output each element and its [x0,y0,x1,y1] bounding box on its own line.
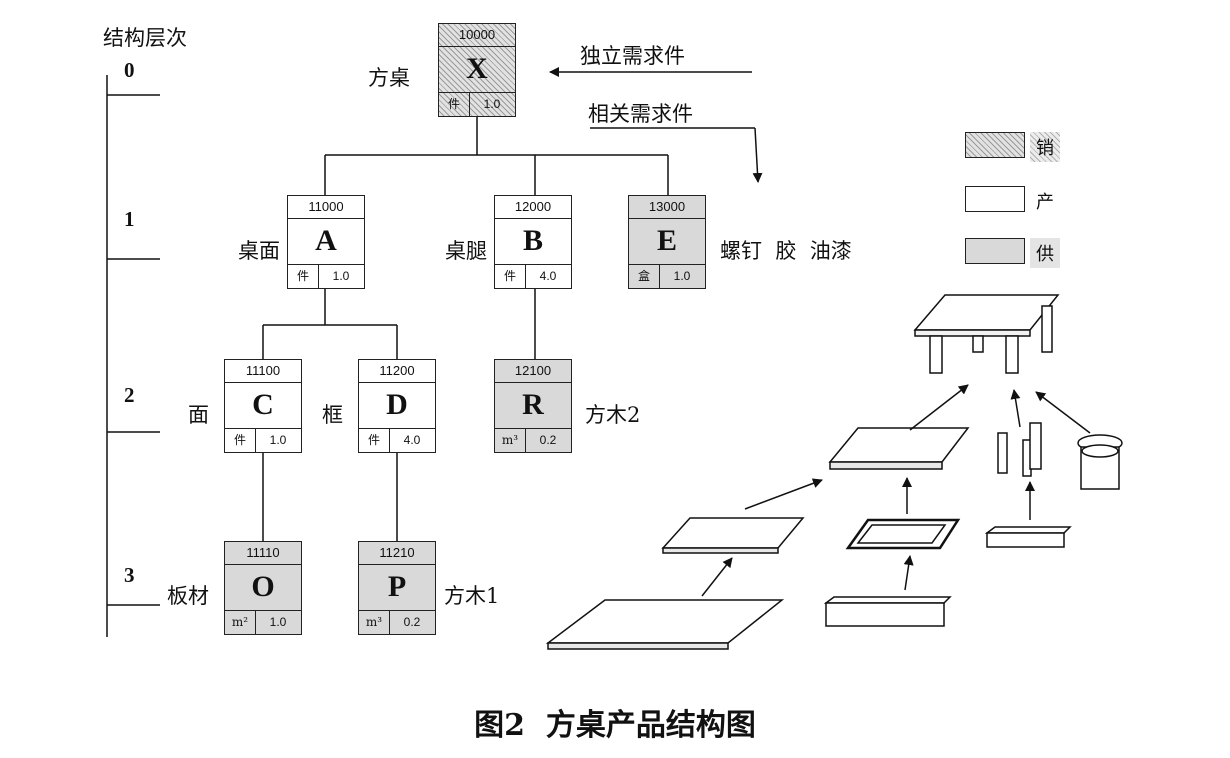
node-a: 11000 A 件 1.0 [287,195,365,289]
node-unit: m³ [495,428,526,452]
node-qty: 1.0 [269,433,287,447]
legend-produce-label: 产 [1036,192,1054,213]
node-c-name: 面 [188,403,209,427]
node-letter: D [359,382,435,429]
level-2-label: 2 [124,383,135,407]
node-code: 11200 [359,360,435,383]
node-letter: A [288,218,364,265]
legend-supply-swatch [965,238,1025,264]
node-x-name: 方桌 [368,66,410,90]
level-0-label: 0 [124,58,135,82]
node-code: 11110 [225,542,301,565]
node-qty: 0.2 [539,433,557,447]
node-r: 12100 R m³ 0.2 [494,359,572,453]
node-code: 11000 [288,196,364,219]
node-code: 10000 [439,24,515,47]
node-o: 11110 O m² 1.0 [224,541,302,635]
node-d: 11200 D 件 4.0 [358,359,436,453]
level-axis-heading: 结构层次 [103,26,187,50]
legend-sell-label: 销 [1030,132,1060,162]
node-unit: 件 [439,92,470,116]
node-qty: 1.0 [483,97,501,111]
level-1-label: 1 [124,207,135,231]
dependent-demand-label: 相关需求件 [588,102,693,126]
node-letter: B [495,218,571,265]
node-unit: 件 [495,264,526,288]
node-code: 12000 [495,196,571,219]
node-letter: O [225,564,301,611]
legend-produce-swatch [965,186,1025,212]
node-x: 10000 X 件 1.0 [438,23,516,117]
node-r-name: 方木2 [585,403,641,427]
node-b: 12000 B 件 4.0 [494,195,572,289]
node-a-name: 桌面 [238,239,280,263]
node-letter: E [629,218,705,265]
level-3-label: 3 [124,563,135,587]
node-e: 13000 E 盒 1.0 [628,195,706,289]
assembly-illustration [545,294,1123,650]
legend-supply-label: 供 [1030,238,1060,268]
node-p-name: 方木1 [444,584,500,608]
node-unit: m² [225,610,256,634]
node-qty: 4.0 [403,433,421,447]
node-letter: R [495,382,571,429]
legend-sell-swatch [965,132,1025,158]
node-o-name: 板材 [167,584,209,608]
node-p: 11210 P m³ 0.2 [358,541,436,635]
node-e-name: 螺钉 胶 油漆 [720,239,852,263]
node-code: 11210 [359,542,435,565]
node-code: 12100 [495,360,571,383]
node-c: 11100 C 件 1.0 [224,359,302,453]
figure-caption: 图2 方桌产品结构图 [474,708,756,743]
node-d-name: 框 [322,403,343,427]
node-qty: 4.0 [539,269,557,283]
node-unit: m³ [359,610,390,634]
node-qty: 1.0 [673,269,691,283]
node-qty: 1.0 [269,615,287,629]
node-letter: X [439,46,515,93]
node-letter: C [225,382,301,429]
node-unit: 件 [359,428,390,452]
node-code: 11100 [225,360,301,383]
independent-demand-label: 独立需求件 [580,44,685,68]
node-code: 13000 [629,196,705,219]
node-unit: 件 [225,428,256,452]
node-qty: 0.2 [403,615,421,629]
node-qty: 1.0 [332,269,350,283]
node-unit: 盒 [629,264,660,288]
node-letter: P [359,564,435,611]
node-unit: 件 [288,264,319,288]
node-b-name: 桌腿 [445,239,487,263]
